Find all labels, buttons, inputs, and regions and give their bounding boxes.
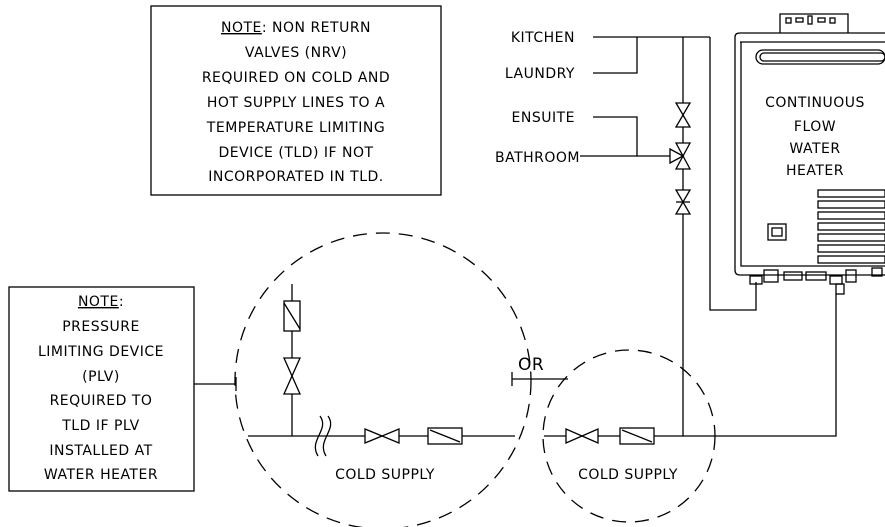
heater-outer-top: [734, 32, 885, 38]
nrv-note-line: TEMPERATURE LIMITING: [206, 120, 385, 136]
hanger-slot: [795, 17, 804, 23]
fitting: [871, 267, 883, 277]
hanger-slot: [829, 17, 836, 24]
svg-text:NOTE:: NOTE:: [78, 294, 124, 310]
cold-inlet-fitting: [829, 275, 843, 285]
cold-supply-left-label: COLD SUPPLY: [335, 467, 435, 483]
tld-valve-icon: [674, 154, 692, 170]
outlet-bathroom-label: BATHROOM: [495, 150, 580, 166]
plv-note-line: LIMITING DEVICE: [38, 344, 164, 360]
fitting: [763, 269, 779, 283]
plv-icon-diagonal: [283, 302, 301, 330]
outlets: KITCHEN LAUNDRY ENSUITE BATHROOM: [495, 30, 710, 166]
heater-control-display: [771, 227, 783, 237]
heater-vent-grille: [817, 189, 885, 264]
hanger-slot: [807, 15, 813, 25]
svg-text:NOTE: NON RETURN: NOTE: NON RETURN: [221, 20, 371, 36]
nrv-note-box: [150, 5, 442, 196]
outlet-kitchen-label: KITCHEN: [511, 30, 575, 46]
nrv-note-line: HOT SUPPLY LINES TO A: [207, 95, 385, 111]
ensuite-line: [593, 116, 638, 156]
heater-label-line: CONTINUOUS: [765, 95, 865, 111]
cold-riser: [669, 37, 692, 436]
plv-note-line: TLD IF PLV: [61, 418, 140, 434]
nrv-valve-icon: [674, 200, 692, 215]
vent-slot: [817, 222, 885, 231]
cold-supply-main-line: [683, 294, 837, 437]
gate-valve-icon: [282, 374, 302, 395]
gate-valve-icon: [580, 428, 599, 444]
nrv-note-line: REQUIRED ON COLD AND: [202, 70, 390, 86]
nrv-note-line: DEVICE (TLD) IF NOT: [218, 145, 373, 161]
fitting: [805, 271, 827, 281]
vent-slot: [817, 255, 885, 264]
heater-hanger: [779, 13, 849, 33]
tld-valve-icon: [674, 142, 692, 158]
gate-valve-icon: [380, 428, 400, 444]
vent-slot: [817, 244, 885, 253]
tld-valve-icon: [669, 147, 685, 165]
nrv-note: NOTE: NON RETURN VALVES (NRV) REQUIRED O…: [150, 5, 442, 196]
plv-note-line: PRESSURE: [62, 319, 140, 335]
nrv-box-diagonal: [429, 429, 461, 443]
nrv-note-heading: NOTE: [221, 20, 262, 36]
hot-supply-line: [709, 37, 757, 311]
cold-supply-option-right: COLD SUPPLY: [542, 349, 716, 523]
vent-slot: [817, 189, 885, 198]
nrv-note-line: VALVES (NRV): [245, 45, 347, 61]
heater-label-line: HEATER: [786, 163, 844, 179]
heater-label-line: WATER: [789, 141, 840, 157]
heater-bottom-fittings: [749, 267, 883, 295]
nrv-valve-icon: [674, 189, 692, 204]
hanger-slot: [785, 17, 792, 24]
vent-slot: [817, 200, 885, 209]
nrv-valve-icon: [674, 113, 692, 128]
vent-slot: [817, 211, 885, 220]
vent-slot: [817, 233, 885, 242]
heater-top-slot: [755, 49, 885, 65]
plv-note-line: (PLV): [82, 369, 120, 385]
nrv-note-line: : NON RETURN: [262, 20, 371, 36]
hot-outlet-fitting: [749, 275, 763, 285]
gate-valve-icon: [565, 428, 584, 444]
cold-inlet-valve: [835, 283, 845, 295]
nrv-valve-icon: [674, 102, 692, 117]
water-heater: CONTINUOUS FLOW WATER HEATER: [734, 13, 885, 295]
heater-label-line: FLOW: [794, 119, 836, 135]
heater-outer-body: [734, 37, 885, 276]
plv-note-line: WATER HEATER: [44, 467, 158, 483]
laundry-line: [593, 37, 638, 74]
heater-top-slot-inner: [759, 52, 885, 62]
option-left-circle: [234, 232, 532, 527]
outlet-ensuite-label: ENSUITE: [512, 110, 575, 126]
fitting: [783, 271, 803, 281]
plv-note-line: REQUIRED TO: [50, 393, 153, 409]
or-connector: OR: [511, 355, 568, 386]
plv-note-heading-suffix: :: [119, 294, 124, 310]
hanger-slot: [817, 17, 826, 23]
flexible-hose-icon: [314, 415, 324, 457]
nrv-note-line: INCORPORATED IN TLD.: [208, 169, 384, 185]
plv-note-heading: NOTE: [78, 294, 119, 310]
gate-valve-icon: [364, 428, 384, 444]
cold-supply-right-label: COLD SUPPLY: [578, 467, 678, 483]
nrv-box-diagonal: [621, 429, 653, 443]
fitting: [845, 269, 857, 283]
plv-note-line: INSTALLED AT: [49, 443, 152, 459]
outlet-laundry-label: LAUNDRY: [505, 66, 575, 82]
heater-inner-body: [740, 42, 885, 267]
heater-control-panel: [767, 223, 787, 241]
plv-note: NOTE: PRESSURE LIMITING DEVICE (PLV) REQ…: [8, 286, 237, 492]
option-right-circle: [542, 349, 716, 523]
plv-note-box: [8, 286, 195, 492]
cold-supply-option-left: COLD SUPPLY: [234, 232, 532, 527]
or-label: OR: [518, 355, 544, 375]
gate-valve-icon: [282, 357, 302, 378]
flexible-hose-icon: [322, 415, 332, 457]
